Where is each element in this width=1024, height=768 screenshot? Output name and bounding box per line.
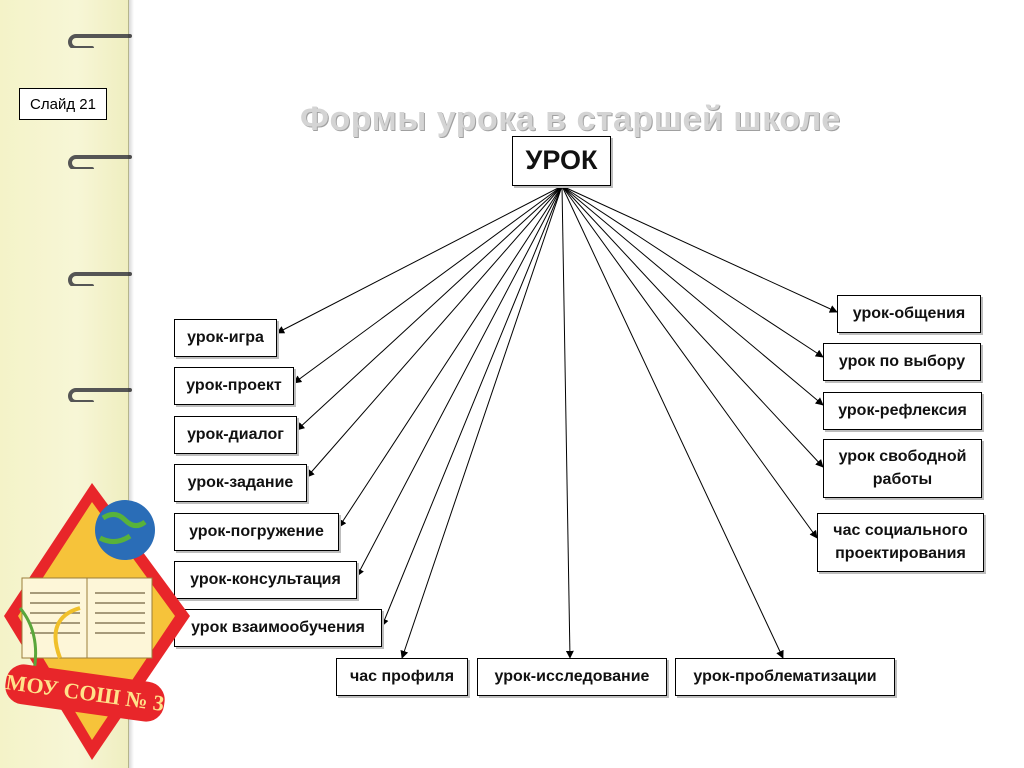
- concept-node: урок свободной работы: [823, 439, 982, 498]
- connector-arrow: [293, 185, 563, 384]
- concept-node: урок-исследование: [477, 658, 667, 696]
- root-node: УРОК: [512, 136, 611, 186]
- connector-arrow: [561, 185, 818, 539]
- ring-binder-icon: [68, 272, 132, 286]
- ring-binder-icon: [68, 155, 132, 169]
- connector-arrow: [381, 185, 563, 627]
- concept-node: урок-рефлексия: [823, 392, 982, 430]
- concept-node: урок-диалог: [174, 416, 297, 454]
- concept-node: час профиля: [336, 658, 468, 696]
- concept-node: урок-проблематизации: [675, 658, 895, 696]
- connector-arrow: [306, 185, 563, 478]
- connector-arrow: [338, 185, 563, 528]
- connector-arrow: [561, 185, 784, 659]
- concept-node: урок-консультация: [174, 561, 357, 599]
- connector-arrow: [561, 185, 824, 406]
- ring-binder-icon: [68, 34, 132, 48]
- concept-node: урок взаимообучения: [174, 609, 382, 647]
- connector-arrow: [296, 185, 563, 431]
- concept-node: урок-общения: [837, 295, 981, 333]
- concept-node: урок-игра: [174, 319, 277, 357]
- concept-node: урок-проект: [174, 367, 294, 405]
- connector-arrow: [356, 185, 563, 577]
- concept-node: урок-задание: [174, 464, 307, 502]
- concept-node: урок по выбору: [823, 343, 981, 381]
- slide-number-label: Слайд 21: [19, 88, 107, 120]
- connector-arrow: [561, 185, 824, 468]
- diagram-title: Формы урока в старшей школе: [300, 100, 841, 138]
- connector-arrow: [561, 185, 838, 313]
- concept-node: урок-погружение: [174, 513, 339, 551]
- connector-arrow: [561, 185, 574, 659]
- concept-node: час социального проектирования: [817, 513, 984, 572]
- school-emblem: МОУ СОШ № 3: [4, 483, 190, 760]
- connector-arrow: [400, 185, 563, 659]
- connector-arrow: [561, 185, 824, 358]
- ring-binder-icon: [68, 388, 132, 402]
- connector-arrow: [276, 185, 563, 334]
